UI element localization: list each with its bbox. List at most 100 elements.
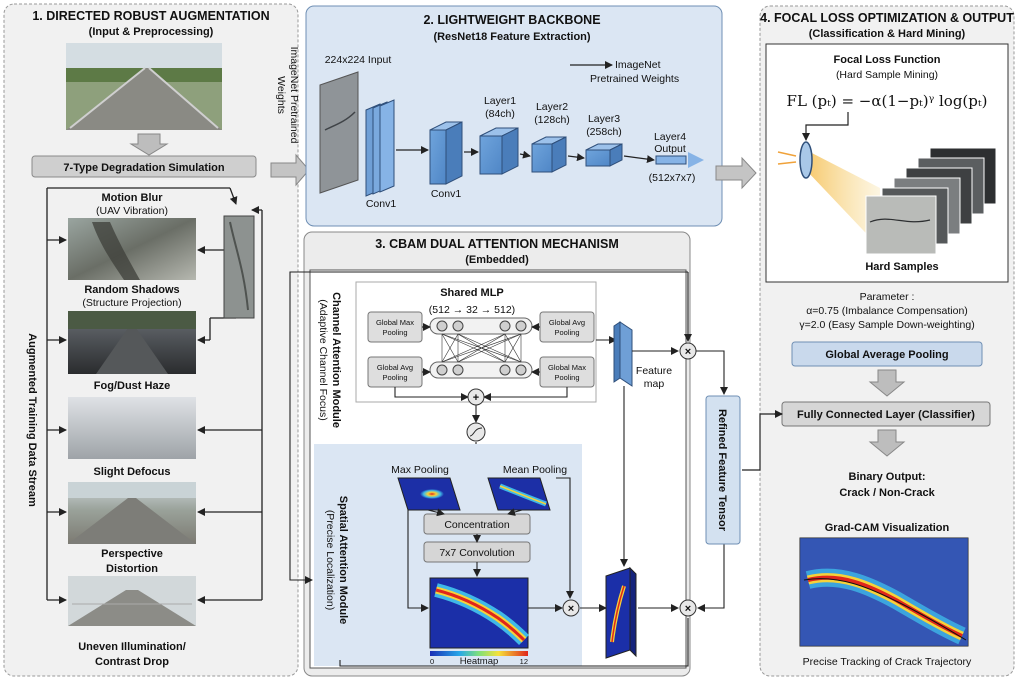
heatmap-scale-max: 12 (520, 657, 528, 666)
layer4-label-b: Output (654, 143, 686, 155)
mean-pool-map (487, 477, 551, 511)
thumb-fog (68, 397, 196, 459)
aug-sub-4: Distortion (106, 563, 158, 575)
layer1-label-b: (84ch) (485, 108, 515, 120)
layer3-label-b: (258ch) (586, 126, 622, 138)
layer2-label-a: Layer2 (536, 101, 568, 113)
layer4-label-c: (512x7x7) (649, 172, 696, 184)
layer4-label-a: Layer4 (654, 131, 686, 143)
panel2-frame (305, 5, 723, 227)
aug-label-1: Random Shadows (84, 284, 179, 296)
gradcam-image (799, 537, 969, 647)
multiply-node-output (679, 599, 697, 617)
blur-kernel-strip (223, 215, 255, 319)
sum-node (467, 388, 485, 406)
spatial-heatmap (429, 577, 529, 649)
arrow-p2-p4 (715, 156, 757, 190)
mlp-network (429, 317, 533, 379)
panel4-title: 4. FOCAL LOSS OPTIMIZATION & OUTPUT (760, 11, 1014, 25)
gmp-bottom-2: Pooling (554, 373, 579, 382)
conv1-label-a: Conv1 (366, 198, 397, 210)
focal-title: Focal Loss Function (834, 54, 941, 66)
channel-module-label-2: (Adaptive Channel Focus) (317, 299, 329, 420)
aug-sub-1: (Structure Projection) (82, 297, 181, 309)
gmp-bottom-1: Global Max (548, 363, 586, 372)
thumb-defocus (68, 482, 196, 544)
aug-sub-0: (UAV Vibration) (96, 205, 168, 217)
attention-cube-side (629, 566, 637, 658)
refined-tensor-box (705, 395, 741, 545)
layer2-label-b: (128ch) (534, 114, 570, 126)
pretrained-side-2: Weights (275, 76, 287, 114)
layer1-block (479, 127, 519, 175)
panel3-title: 3. CBAM DUAL ATTENTION MECHANISM (375, 237, 619, 251)
thumb-random-shadows (68, 311, 196, 374)
gmp-box-bottom (539, 356, 595, 388)
layer3-label-a: Layer3 (588, 113, 620, 125)
sigmoid-node (466, 422, 486, 442)
down-arrow-fc (868, 429, 906, 457)
hard-sample-crack (869, 218, 931, 223)
lens-beam (777, 141, 880, 248)
gmp-box-top (367, 311, 423, 343)
fc-return-line (742, 413, 782, 471)
spatial-arrows (407, 386, 628, 612)
concentration-label: Concentration (444, 519, 510, 531)
gradcam-title: Grad-CAM Visualization (825, 522, 950, 534)
thumb-perspective (68, 576, 196, 626)
aug-label-2: Fog/Dust Haze (94, 380, 170, 392)
aug-label-5: Uneven Illumination/ (78, 641, 186, 653)
feature-map-label-1: Feature (636, 365, 672, 377)
mean-pooling-label: Mean Pooling (503, 464, 567, 476)
spatial-module-label-1: Spatial Attention Module (337, 496, 349, 625)
heatmap-scale-bar (430, 651, 528, 656)
aug-label-0: Motion Blur (101, 192, 163, 204)
output-line-1: Binary Output: (849, 471, 926, 483)
spatial-module-label-2: (Precise Localization) (324, 510, 336, 610)
augmented-stream-label: Augmented Training Data Stream (26, 333, 38, 507)
layer1-label-a: Layer1 (484, 95, 516, 107)
max-pool-map (397, 477, 461, 511)
gap-box-top (539, 311, 595, 343)
attention-cube-streak-core (611, 585, 625, 643)
multiply-glyph-channel: × (685, 346, 691, 358)
input-size-label: 224x224 Input (325, 54, 392, 66)
panel3-subtitle: (Embedded) (465, 254, 529, 266)
layer4-arrow (688, 152, 704, 168)
degradation-title: 7-Type Degradation Simulation (63, 162, 224, 174)
blur-kernel-streak (229, 221, 249, 311)
backbone-arrows (396, 61, 655, 164)
down-arrow-1 (129, 133, 169, 156)
aug-label-4: Perspective (101, 548, 163, 560)
layer3-block (585, 143, 623, 167)
multiply-glyph-output: × (685, 603, 691, 615)
shared-mlp-title: Shared MLP (440, 287, 504, 299)
pretrained-legend-2: Pretrained Weights (590, 73, 679, 85)
fc-label: Fully Connected Layer (Classifier) (797, 409, 975, 421)
gap-top-1: Global Avg (549, 318, 585, 327)
panel2-title: 2. LIGHTWEIGHT BACKBONE (423, 13, 600, 27)
conv1-block (429, 121, 463, 185)
gap-box-bottom (367, 356, 423, 388)
conv7-label: 7x7 Convolution (439, 547, 514, 559)
conv1-label-b: Conv1 (431, 188, 462, 200)
stream-lines (46, 187, 263, 604)
multiply-glyph-spatial: × (568, 603, 574, 615)
thumb-motion-blur (68, 218, 196, 280)
degradation-box (31, 155, 257, 178)
gap-bottom-1: Global Avg (377, 363, 413, 372)
feature-map-label-2: map (644, 378, 665, 390)
max-pooling-label: Max Pooling (391, 464, 449, 476)
arrow-p1-p2 (270, 153, 310, 187)
gap-bottom-2: Pooling (382, 373, 407, 382)
param-title: Parameter : (860, 291, 915, 303)
channel-module-label-1: Channel Attention Module (330, 292, 342, 428)
pretrained-side-1: ImageNet Pretrained (288, 47, 300, 144)
focal-sub: (Hard Sample Mining) (836, 69, 938, 81)
sum-glyph: + (473, 392, 479, 404)
gap-block (791, 341, 983, 367)
gap-label: Global Average Pooling (825, 349, 948, 361)
aug-sub-5: Contrast Drop (95, 656, 169, 668)
gmp-top-1: Global Max (376, 318, 414, 327)
heatmap-scale-min: 0 (430, 657, 434, 666)
